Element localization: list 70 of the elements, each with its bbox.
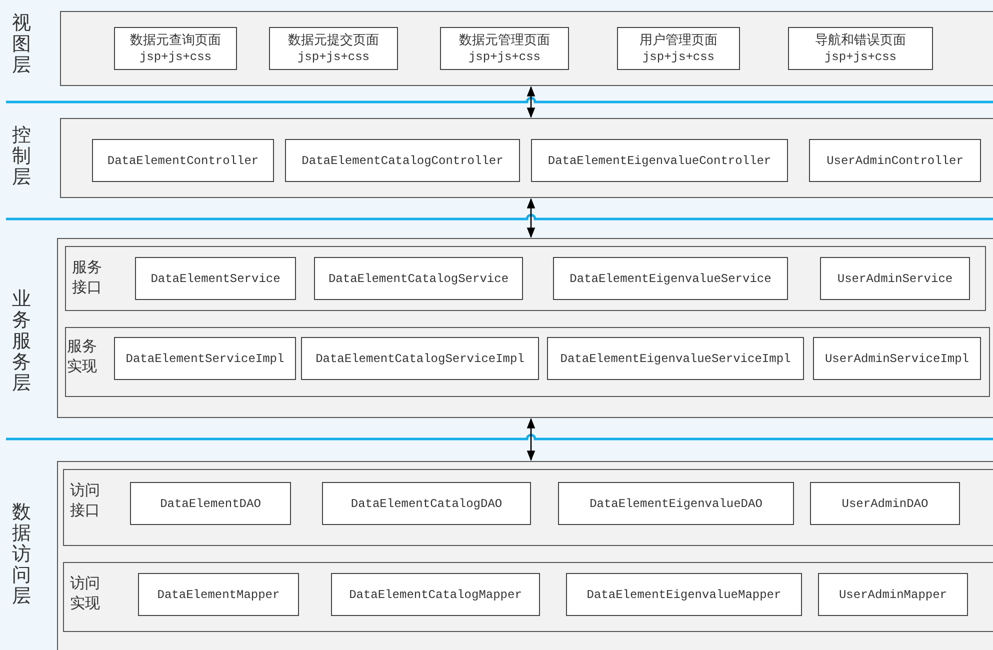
tech-stack-text: jsp+js+css <box>139 48 212 64</box>
group-panel <box>65 246 986 311</box>
double-arrow <box>526 86 536 118</box>
layer-label: 控制层 <box>12 125 31 188</box>
component-name: 导航和错误页面 <box>815 32 906 48</box>
group-panel <box>63 469 993 546</box>
tech-stack-text: jsp+js+css <box>468 48 540 64</box>
component-box <box>130 482 291 525</box>
component-name: DataElementMapper <box>157 586 280 602</box>
component-name: DataElementCatalogMapper <box>349 586 522 602</box>
component-box <box>92 139 274 182</box>
component-box <box>114 337 296 380</box>
component-name: DataElementEigenvalueDAO <box>590 496 762 512</box>
component-box <box>818 573 968 616</box>
tech-stack-text: jsp+js+css <box>824 48 896 64</box>
component-name: 数据元提交页面 <box>288 32 379 48</box>
group-panel <box>65 327 990 397</box>
component-box <box>531 139 788 182</box>
tech-stack-text: jsp+js+css <box>642 48 714 64</box>
component-name: DataElementController <box>107 152 259 168</box>
group-label: 访问接口 <box>70 480 100 520</box>
component-box <box>440 27 569 70</box>
component-box <box>813 337 981 380</box>
component-name: DataElementCatalogDAO <box>350 496 502 512</box>
component-name: 用户管理页面 <box>640 32 718 48</box>
component-name: UserAdminServiceImpl <box>824 350 970 366</box>
component-name: DataElementCatalogServiceImpl <box>316 350 524 366</box>
component-box <box>566 573 802 616</box>
component-name: UserAdminDAO <box>842 496 928 512</box>
component-name: UserAdminMapper <box>838 586 948 602</box>
component-name: DataElementEigenvalueServiceImpl <box>560 350 791 366</box>
component-box <box>331 573 540 616</box>
component-box <box>558 482 794 525</box>
component-box <box>553 257 788 300</box>
group-label: 服务实现 <box>67 336 97 376</box>
component-box <box>314 257 523 300</box>
group-label: 访问实现 <box>70 573 100 614</box>
layer-label: 业务服务层 <box>12 289 31 394</box>
layer-label: 视图层 <box>12 13 31 76</box>
component-name: 数据元查询页面 <box>130 32 221 48</box>
component-box <box>809 139 981 182</box>
component-name: UserAdminController <box>826 152 964 168</box>
component-box <box>820 257 970 300</box>
component-box <box>617 27 740 70</box>
component-box <box>788 27 933 70</box>
component-box <box>322 482 531 525</box>
component-name: DataElementCatalogService <box>328 270 509 286</box>
component-name: DataElementEigenvalueMapper <box>586 586 782 602</box>
component-box <box>547 337 804 380</box>
component-name: DataElementDAO <box>160 496 261 512</box>
double-arrow <box>526 198 536 238</box>
component-box <box>285 139 520 182</box>
component-box <box>138 573 299 616</box>
component-name: 数据元管理页面 <box>459 32 550 48</box>
group-panel <box>63 562 993 632</box>
component-name: DataElementServiceImpl <box>126 350 284 366</box>
component-box <box>135 257 296 300</box>
tech-stack-text: jsp+js+css <box>297 48 370 64</box>
component-box <box>301 337 539 380</box>
component-name: DataElementService <box>150 270 280 286</box>
double-arrow <box>526 418 536 462</box>
component-name: DataElementCatalogController <box>302 152 504 168</box>
component-name: UserAdminService <box>837 270 953 286</box>
layer-label: 数据访问层 <box>12 502 31 606</box>
component-box <box>810 482 960 525</box>
component-box <box>114 27 237 70</box>
group-label: 服务接口 <box>72 257 102 298</box>
component-name: DataElementEigenvalueController <box>548 152 772 168</box>
component-name: DataElementEigenvalueService <box>570 270 772 286</box>
component-box <box>269 27 398 70</box>
